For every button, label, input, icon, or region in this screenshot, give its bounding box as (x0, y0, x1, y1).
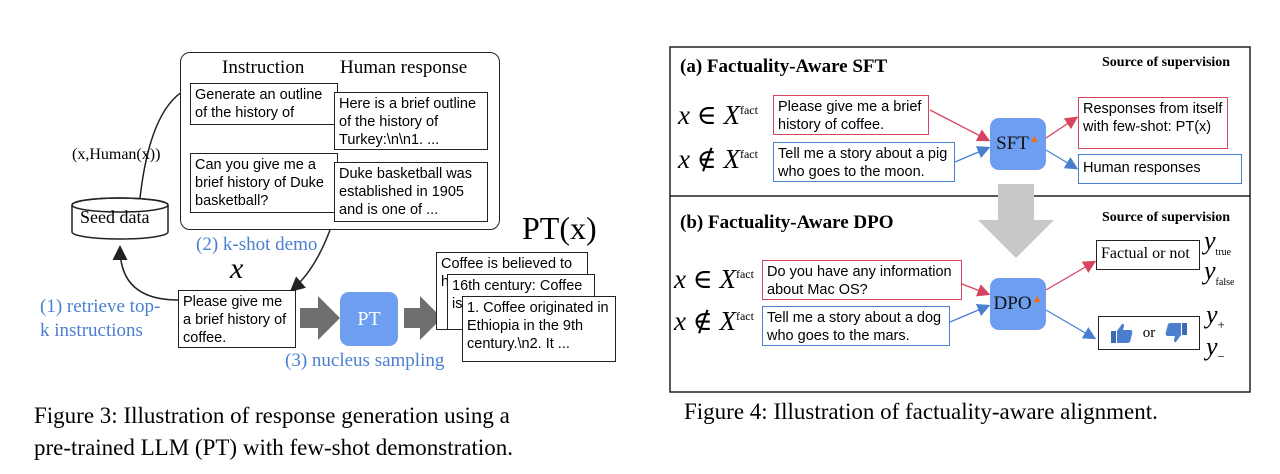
step2-label: (2) k-shot demo (196, 234, 318, 255)
y-true: ytrue (1204, 226, 1232, 259)
example1-response: Here is a brief outline of the history o… (334, 92, 488, 150)
thumbs-box: or (1098, 316, 1200, 350)
cond-out-a: x ∉ Xfact (678, 144, 758, 174)
sft-node-label: SFT (996, 133, 1029, 154)
figure4-caption: Figure 4: Illustration of factuality-awa… (684, 399, 1158, 424)
prompt-macos: Do you have any information about Mac OS… (762, 260, 962, 300)
pt-node-label: PT (357, 307, 381, 330)
y-plus: y+ (1206, 300, 1225, 333)
seed-data-label: Seed data (80, 207, 150, 227)
query-to-seed-arrow (112, 245, 179, 301)
output3-box: 1. Coffee originated in Ethiopia in the … (462, 296, 616, 362)
figure3-caption-line2: pre-trained LLM (PT) with few-shot demon… (34, 435, 514, 460)
step1-label-line2: k instructions (40, 320, 143, 341)
seed-to-demo-arc (139, 89, 186, 199)
pt-node: PT (340, 292, 398, 346)
dpo-node: DPO ▲ (990, 278, 1046, 330)
pair-label: (x,Human(x)) (72, 146, 161, 163)
arrow-pt-to-output (404, 296, 442, 340)
fig4-frame (669, 46, 1251, 393)
header-instruction: Instruction (222, 57, 305, 78)
thumbs-down-icon (1166, 323, 1188, 343)
example2-instruction: Can you give me a brief history of Duke … (190, 153, 338, 213)
factual-or-not-box: Factual or not (1096, 240, 1200, 270)
step1-label-line1: (1) retrieve top- (40, 296, 161, 317)
or-label: or (1142, 325, 1156, 341)
sft-source-label: Source of supervision (1102, 55, 1231, 70)
x-symbol: x (230, 252, 244, 285)
fire-icon: ▲ (1028, 133, 1040, 145)
sft-node: SFT ▲ (990, 118, 1046, 170)
prompt-pig: Tell me a story about a pig who goes to … (773, 142, 955, 182)
query-box: Please give me a brief history of coffee… (178, 290, 296, 348)
figure3-caption-line1: Figure 3: Illustration of response gener… (34, 403, 510, 428)
dpo-node-label: DPO (993, 293, 1032, 314)
seed-data-cylinder (71, 197, 169, 240)
y-false: yfalse (1204, 256, 1235, 289)
cond-in-a: x ∈ Xfact (678, 100, 758, 130)
dpo-source-label: Source of supervision (1102, 210, 1231, 225)
sft-title: (a) Factuality-Aware SFT (680, 56, 888, 77)
response-self: Responses from itself with few-shot: PT(… (1078, 97, 1228, 149)
prompt-coffee: Please give me a brief history of coffee… (773, 95, 929, 135)
demo-to-query-arrow (289, 229, 331, 292)
sft-to-dpo-arrow (978, 184, 1054, 258)
example2-response: Duke basketball was established in 1905 … (334, 162, 488, 222)
dpo-title: (b) Factuality-Aware DPO (680, 212, 894, 233)
fire-icon: ▲ (1031, 293, 1043, 305)
prompt-dog: Tell me a story about a dog who goes to … (762, 306, 950, 346)
pt-output-label: PT(x) (522, 210, 597, 246)
step3-label: (3) nucleus sampling (285, 350, 445, 371)
cond-out-b: x ∉ Xfact (674, 306, 754, 336)
thumbs-up-icon (1110, 323, 1132, 343)
arrow-query-to-pt (300, 296, 340, 340)
example1-instruction: Generate an outline of the history of Tu… (190, 83, 338, 125)
cond-in-b: x ∈ Xfact (674, 264, 754, 294)
response-human: Human responses (1078, 154, 1242, 184)
header-human-response: Human response (340, 57, 468, 78)
y-minus: y− (1206, 332, 1225, 365)
